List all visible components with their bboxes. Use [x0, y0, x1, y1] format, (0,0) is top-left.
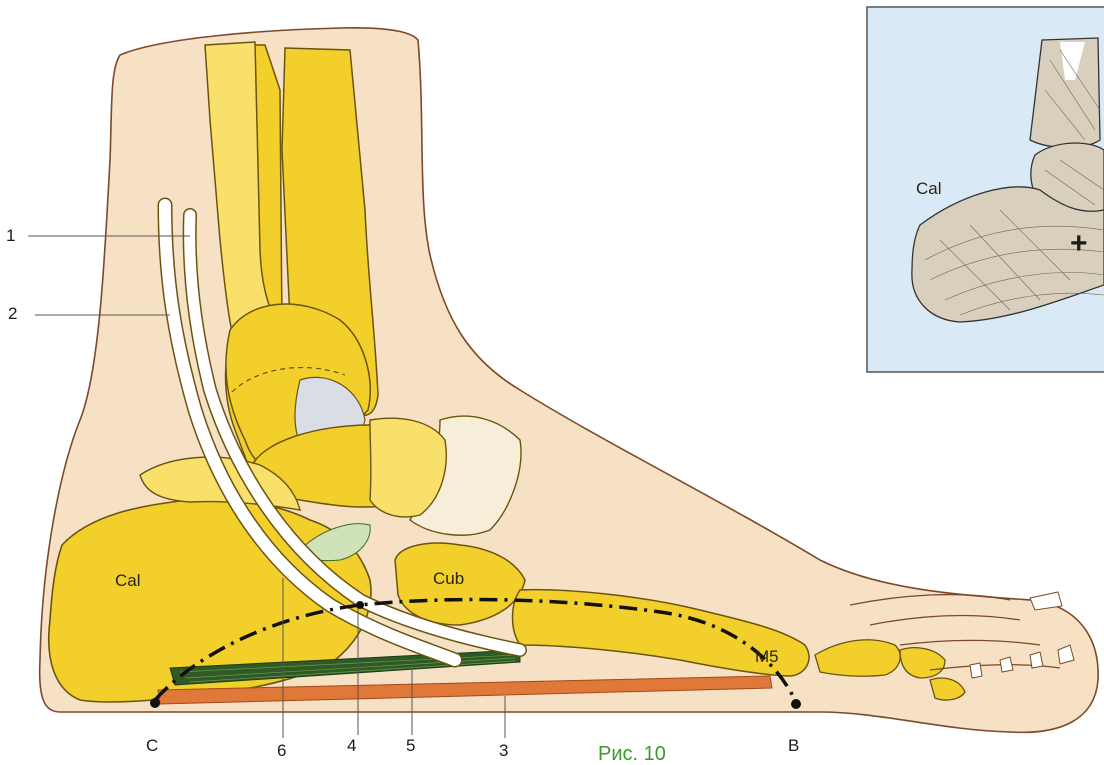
label-fifth-metatarsal: M5 [755, 648, 779, 665]
label-1: 1 [6, 227, 15, 244]
label-5: 5 [406, 737, 415, 754]
label-4: 4 [347, 737, 356, 754]
point-4-marker [356, 601, 364, 609]
label-point-b: B [788, 737, 799, 754]
label-calcaneus: Cal [115, 572, 141, 589]
label-2: 2 [8, 305, 17, 322]
toenail-5 [970, 663, 982, 678]
point-c-marker [150, 698, 160, 708]
inset-label-calcaneus: Cal [916, 180, 942, 197]
label-point-c: C [146, 737, 158, 754]
figure-caption: Рис. 10 [598, 744, 666, 764]
label-6: 6 [277, 742, 286, 759]
label-cuboid: Cub [433, 570, 464, 587]
label-3: 3 [499, 742, 508, 759]
inset-plus-marker: + [1070, 229, 1088, 259]
point-b-marker [791, 699, 801, 709]
